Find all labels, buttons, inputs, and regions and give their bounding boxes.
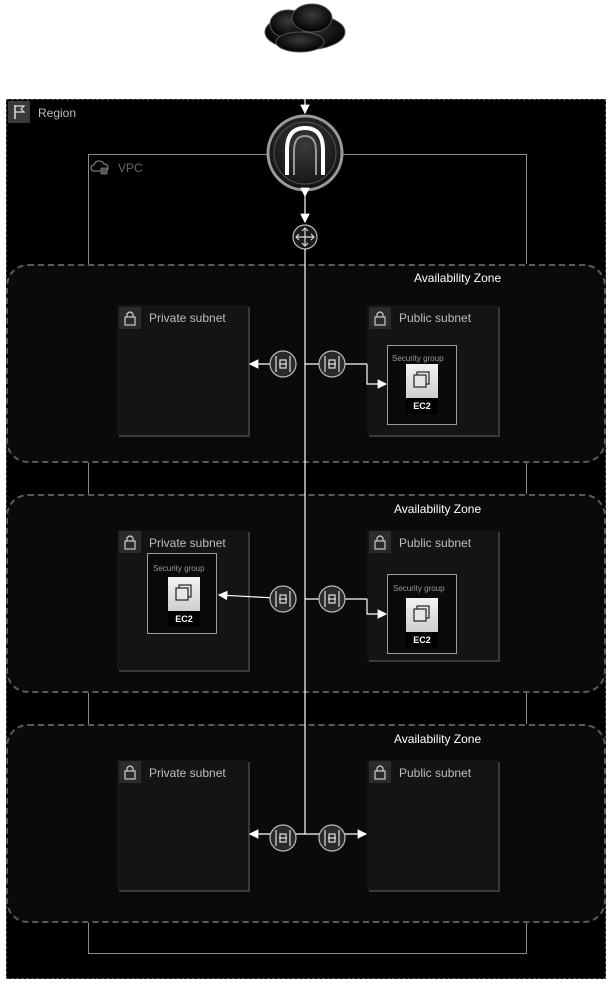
availability-zone-1 <box>6 264 606 463</box>
region-flag-icon <box>8 101 30 123</box>
private-subnet-1-label: Private subnet <box>149 311 226 325</box>
availability-zone-2 <box>6 494 606 693</box>
public-subnet-1-label: Public subnet <box>399 311 472 325</box>
ec2-label: EC2 <box>406 632 438 648</box>
security-group-label: Security group <box>392 354 444 363</box>
ec2-icon <box>168 577 200 611</box>
security-group-label: Security group <box>153 564 205 573</box>
availability-zone-1-label: Availability Zone <box>414 271 502 285</box>
ec2-icon <box>406 598 438 632</box>
security-group-label: Security group <box>393 584 445 593</box>
lock-icon <box>369 761 391 783</box>
ec2-label: EC2 <box>406 398 438 414</box>
ec2-instance-1-public: EC2 <box>406 364 438 414</box>
ec2-label: EC2 <box>168 611 200 627</box>
private-subnet-3-label: Private subnet <box>149 766 226 780</box>
lock-icon <box>119 761 141 783</box>
private-subnet-2-label: Private subnet <box>149 536 226 550</box>
vpc-label: VPC <box>118 161 143 175</box>
availability-zone-2-label: Availability Zone <box>394 502 482 516</box>
ec2-icon <box>406 364 438 398</box>
region-label: Region <box>38 106 77 120</box>
availability-zone-3 <box>6 724 606 923</box>
vpc-cloud-icon <box>89 155 113 179</box>
lock-icon <box>369 531 391 553</box>
public-subnet-3-label: Public subnet <box>399 766 472 780</box>
lock-icon <box>369 307 391 329</box>
ec2-instance-2-private: EC2 <box>168 577 200 627</box>
public-subnet-2-label: Public subnet <box>399 536 472 550</box>
ec2-instance-2-public: EC2 <box>406 598 438 648</box>
availability-zone-3-label: Availability Zone <box>394 732 482 746</box>
lock-icon <box>119 307 141 329</box>
lock-icon <box>119 531 141 553</box>
